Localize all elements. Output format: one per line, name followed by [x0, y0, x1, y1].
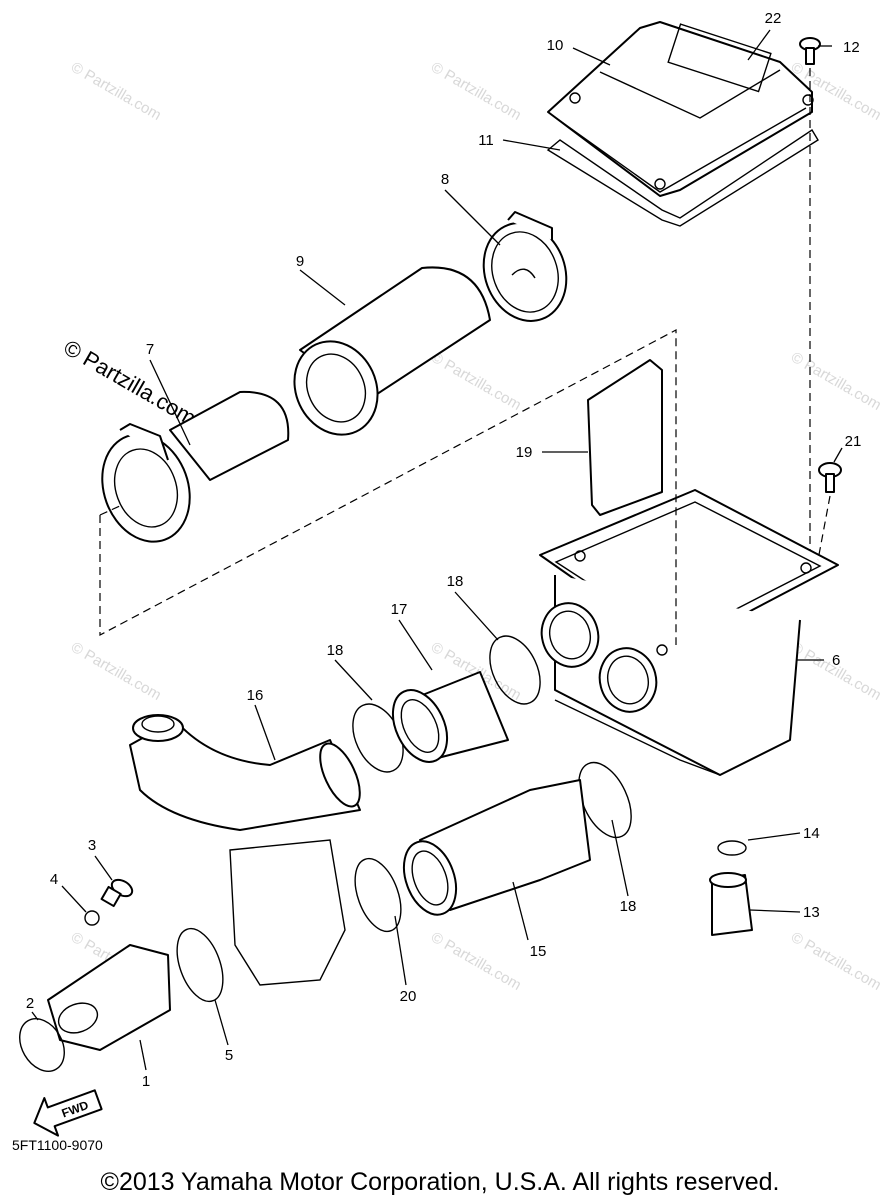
callout-18: 18 [447, 573, 464, 590]
watermark: © Partzilla.com [68, 639, 164, 704]
watermark: © Partzilla.com [68, 59, 164, 124]
callout-8: 8 [441, 171, 449, 188]
part-22-bolt [818, 462, 842, 493]
callout-3: 3 [88, 837, 96, 854]
fwd-arrow-icon: FWD [33, 1089, 103, 1137]
callout-6: 6 [832, 652, 840, 669]
part-18-clamp [489, 635, 541, 705]
part-20-filter-sheet [587, 359, 663, 516]
callout-18-lower: 18 [620, 898, 637, 915]
watermark: © Partzilla.com [428, 59, 524, 124]
callout-4: 4 [50, 871, 58, 888]
callout-14: 14 [803, 825, 820, 842]
part-9-air-filter-element [293, 266, 491, 436]
watermark: © Partzilla.com [788, 349, 880, 414]
part-7-filter-cage [101, 390, 290, 543]
engine-outline [229, 839, 346, 986]
diagram-code: 5FT1100-9070 [12, 1137, 103, 1153]
watermark: © Partzilla.com [428, 349, 524, 414]
part-12-screw [799, 37, 821, 65]
callout-1: 1 [142, 1073, 150, 1090]
callout-13: 13 [803, 904, 820, 921]
part-4-washer [84, 910, 100, 926]
callout-5: 5 [225, 1047, 233, 1064]
part-10-air-box-cover [547, 21, 814, 197]
callout-17: 17 [391, 601, 408, 618]
callout-10: 10 [547, 37, 564, 54]
callout-19: 18 [327, 642, 344, 659]
part-17-joint [391, 671, 509, 763]
callout-2: 2 [26, 995, 34, 1012]
part-21-clamp [354, 857, 402, 933]
part-11-cover-gasket [546, 129, 819, 227]
callout-7: 7 [146, 341, 154, 358]
copyright-notice: ©2013 Yamaha Motor Corporation, U.S.A. A… [101, 1168, 780, 1196]
callout-12: 12 [843, 39, 860, 56]
part-8-element-cap [482, 211, 568, 322]
watermark: © Partzilla.com [788, 929, 880, 994]
part-6-air-box [539, 489, 839, 776]
watermark-large: © Partzilla.com [60, 335, 201, 431]
callout-numbers: 22 10 12 11 8 9 7 19 21 6 18 17 18 16 14… [26, 10, 862, 1090]
part-5-clamp [176, 927, 224, 1003]
leader-lines [31, 29, 843, 1071]
part-15-air-duct [402, 779, 591, 916]
callout-11: 11 [478, 132, 494, 149]
callout-20: 19 [516, 444, 533, 461]
part-1-carburetor-joint [47, 944, 171, 1051]
part-3-screw [100, 878, 134, 908]
part-2-o-ring [19, 1018, 65, 1072]
callout-9: 9 [296, 253, 304, 270]
watermark: © Partzilla.com [428, 929, 524, 994]
part-16-intake-duct [129, 714, 361, 831]
callout-21: 20 [400, 988, 417, 1005]
callout-15: 15 [530, 943, 547, 960]
part-18-clamp-lower [578, 761, 632, 839]
callout-23: 22 [765, 10, 782, 27]
part-13-drain-plug [709, 872, 753, 936]
watermark: © Partzilla.com [788, 639, 880, 704]
callout-16: 16 [247, 687, 264, 704]
part-14-clip [717, 840, 747, 856]
callout-22: 21 [845, 433, 862, 450]
